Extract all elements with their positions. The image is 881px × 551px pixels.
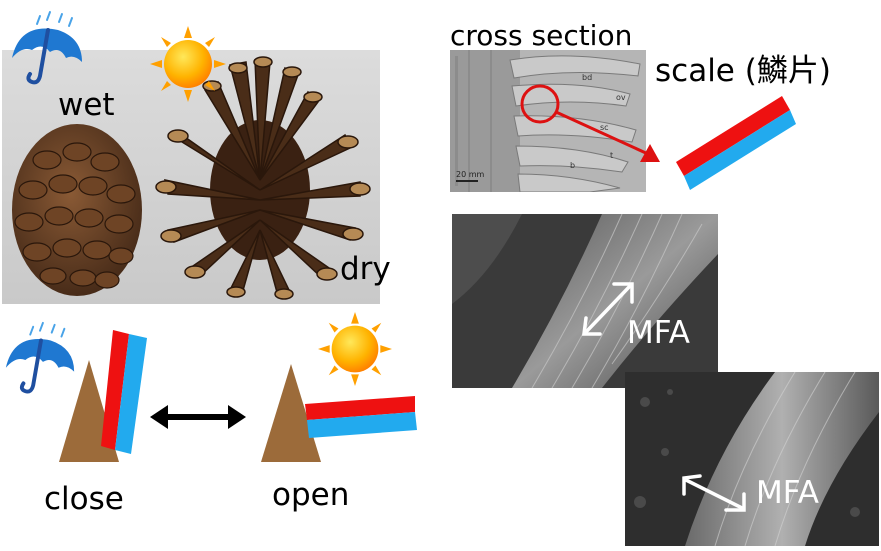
sun-icon bbox=[150, 26, 226, 102]
label-wet: wet bbox=[58, 87, 115, 123]
layer-top-open bbox=[305, 396, 415, 420]
open-scale-diagram bbox=[255, 358, 421, 466]
closed-scale-diagram bbox=[55, 322, 155, 466]
label-dry: dry bbox=[340, 251, 391, 287]
label-cross-section: cross section bbox=[450, 19, 633, 52]
label-scale: scale (鱗片) bbox=[655, 53, 831, 89]
mark-b: b bbox=[570, 161, 575, 170]
double-arrow-icon bbox=[150, 402, 246, 432]
label-mfa-1: MFA bbox=[627, 315, 690, 351]
label-close: close bbox=[44, 481, 124, 517]
mark-t: t bbox=[610, 151, 613, 160]
mark-sc: sc bbox=[600, 123, 609, 132]
label-mfa-2: MFA bbox=[756, 475, 819, 511]
layer-bottom-open bbox=[307, 412, 417, 438]
cross-section-micrograph: bd ov sc t b 20 mm bbox=[450, 50, 646, 192]
label-open: open bbox=[272, 477, 350, 513]
umbrella-rain-icon-2 bbox=[0, 318, 80, 398]
mark-bd: bd bbox=[582, 73, 592, 82]
sem-image-2 bbox=[625, 372, 879, 546]
dry-pinecone bbox=[155, 56, 371, 300]
mark-ov: ov bbox=[616, 93, 626, 102]
layer-bottom-closed bbox=[115, 334, 147, 454]
umbrella-rain-icon bbox=[6, 8, 88, 88]
sun-icon-2 bbox=[318, 312, 392, 386]
cone-triangle-open bbox=[261, 364, 321, 462]
bilayer-strip-top bbox=[670, 90, 800, 190]
sem-image-1 bbox=[452, 214, 718, 388]
wet-pinecone bbox=[12, 124, 142, 296]
layer-top-closed bbox=[101, 330, 129, 450]
scale-bar-label: 20 mm bbox=[456, 170, 485, 179]
